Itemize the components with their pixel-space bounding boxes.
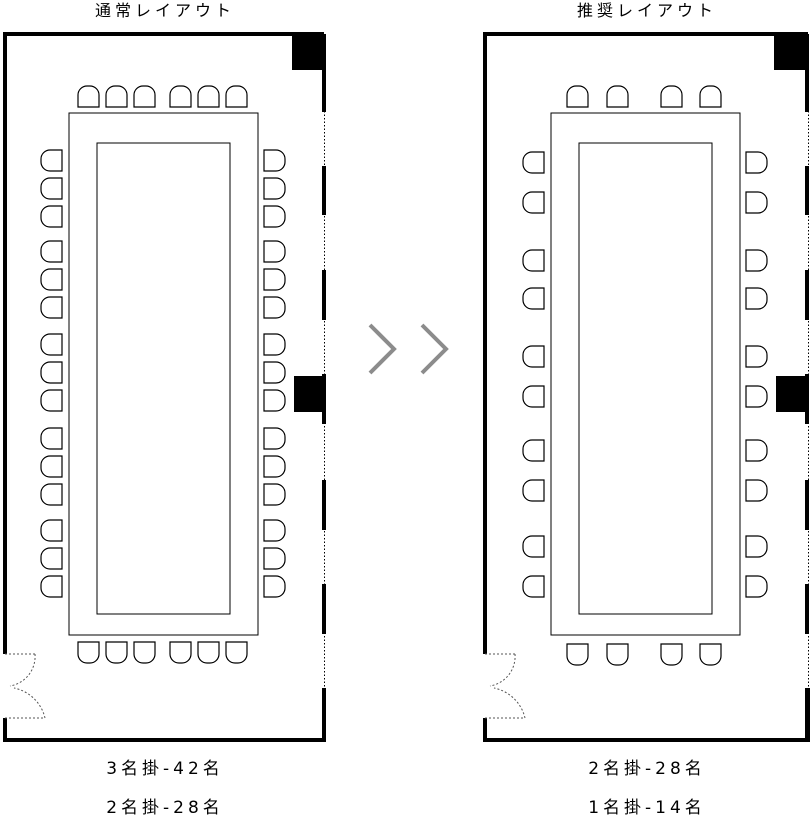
chair-icon — [606, 643, 629, 666]
chair-icon — [263, 177, 286, 200]
chair-icon — [263, 240, 286, 263]
recommended-layout-title: 推奨レイアウト — [576, 1, 717, 20]
chair-icon — [522, 249, 545, 272]
chair-icon — [745, 287, 768, 310]
chair-icon — [40, 361, 63, 384]
chair-icon — [40, 389, 63, 412]
chair-icon — [745, 439, 768, 462]
chair-icon — [522, 345, 545, 368]
recommended-capacity-2-seat: 2名掛-28名 — [588, 759, 706, 779]
chair-icon — [40, 483, 63, 506]
table-outer — [68, 112, 259, 636]
table-outer — [550, 112, 741, 636]
pillar — [292, 34, 324, 70]
chair-icon — [263, 519, 286, 542]
chair-icon — [522, 287, 545, 310]
standard-layout-title: 通常レイアウト — [94, 1, 235, 20]
chair-icon — [225, 641, 248, 664]
chair-icon — [40, 240, 63, 263]
door — [5, 653, 46, 719]
chair-icon — [40, 177, 63, 200]
chair-icon — [40, 333, 63, 356]
chair-icon — [105, 85, 128, 108]
chair-icon — [40, 575, 63, 598]
chair-icon — [169, 641, 192, 664]
table-inner — [578, 142, 713, 615]
chair-icon — [133, 641, 156, 664]
chair-icon — [699, 643, 722, 666]
room-wall — [483, 688, 810, 742]
chair-icon — [263, 483, 286, 506]
chair-icon — [40, 296, 63, 319]
chair-icon — [40, 149, 63, 172]
chair-icon — [263, 427, 286, 450]
chair-icon — [40, 427, 63, 450]
chair-icon — [225, 85, 248, 108]
chair-icon — [263, 455, 286, 478]
room-wall — [3, 688, 326, 742]
chair-icon — [699, 85, 722, 108]
chair-icon — [40, 547, 63, 570]
chair-icon — [522, 439, 545, 462]
standard-capacity-3-seat: 3名掛-42名 — [106, 759, 224, 779]
standard-capacity-2-seat: 2名掛-28名 — [106, 798, 224, 818]
chair-icon — [197, 641, 220, 664]
chair-icon — [745, 249, 768, 272]
recommended-chairs — [522, 85, 768, 666]
chair-icon — [660, 85, 683, 108]
chair-icon — [522, 535, 545, 558]
chair-icon — [133, 85, 156, 108]
chevron-right-double-icon — [368, 323, 449, 375]
chair-icon — [40, 268, 63, 291]
chair-icon — [745, 575, 768, 598]
chair-icon — [745, 151, 768, 174]
chair-icon — [745, 479, 768, 502]
standard-room-plan — [3, 32, 326, 742]
standard-chairs — [40, 85, 286, 664]
pillar — [294, 376, 324, 412]
chair-icon — [263, 575, 286, 598]
chair-icon — [660, 643, 683, 666]
chair-icon — [40, 455, 63, 478]
chair-icon — [263, 149, 286, 172]
table-inner — [96, 142, 231, 615]
chair-icon — [263, 268, 286, 291]
chair-icon — [263, 296, 286, 319]
chair-icon — [263, 361, 286, 384]
chair-icon — [522, 385, 545, 408]
chair-icon — [522, 151, 545, 174]
room-wall — [3, 32, 324, 654]
chair-icon — [105, 641, 128, 664]
chair-icon — [40, 205, 63, 228]
chair-icon — [745, 345, 768, 368]
chair-icon — [77, 85, 100, 108]
chair-icon — [566, 643, 589, 666]
chair-icon — [566, 85, 589, 108]
chair-icon — [745, 191, 768, 214]
chair-icon — [745, 535, 768, 558]
chair-icon — [169, 85, 192, 108]
chair-icon — [197, 85, 220, 108]
chair-icon — [263, 547, 286, 570]
chair-icon — [522, 191, 545, 214]
chair-icon — [522, 479, 545, 502]
door — [485, 653, 526, 719]
chair-icon — [263, 333, 286, 356]
pillar — [776, 376, 808, 412]
chair-icon — [77, 641, 100, 664]
pillar — [774, 34, 808, 70]
chair-icon — [522, 575, 545, 598]
room-wall — [483, 32, 808, 654]
chair-icon — [40, 519, 63, 542]
recommended-capacity-1-seat: 1名掛-14名 — [588, 798, 706, 818]
chair-icon — [606, 85, 629, 108]
chair-icon — [745, 385, 768, 408]
chair-icon — [263, 205, 286, 228]
chair-icon — [263, 389, 286, 412]
recommended-room-plan — [483, 32, 810, 742]
